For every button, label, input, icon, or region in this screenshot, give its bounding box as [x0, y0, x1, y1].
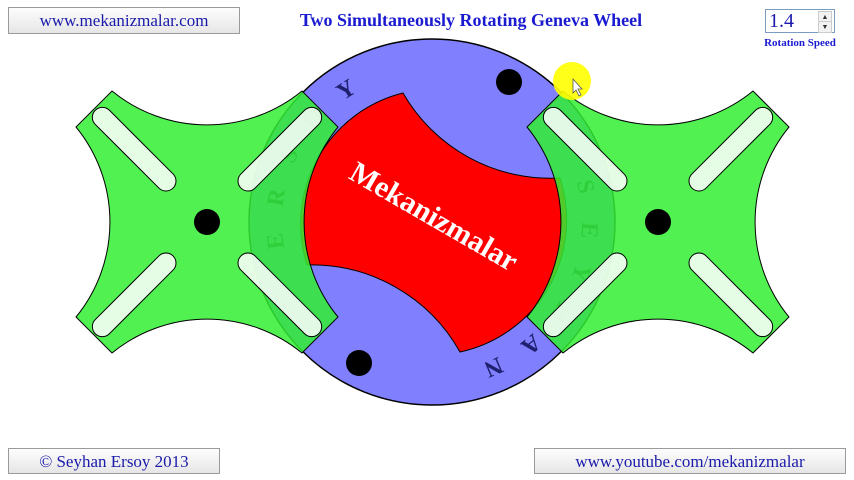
right-wheel-pivot: [645, 209, 671, 235]
rotation-speed-value[interactable]: 1.4: [769, 10, 794, 32]
cursor-highlight: [553, 62, 591, 100]
drive-pin-bottom: [346, 350, 372, 376]
rotation-speed-stepper[interactable]: 1.4 ▲ ▼: [765, 9, 835, 33]
left-wheel-pivot: [194, 209, 220, 235]
cursor-icon: [572, 77, 583, 97]
drive-pin-top: [496, 69, 522, 95]
youtube-link-button[interactable]: www.youtube.com/mekanizmalar: [534, 448, 846, 474]
spin-down-icon[interactable]: ▼: [818, 21, 832, 33]
copyright-button[interactable]: © Seyhan Ersoy 2013: [8, 448, 220, 474]
rotation-speed-label: Rotation Speed: [764, 37, 836, 49]
website-link-button[interactable]: www.mekanizmalar.com: [8, 7, 240, 34]
page-title: Two Simultaneously Rotating Geneva Wheel: [299, 10, 643, 30]
